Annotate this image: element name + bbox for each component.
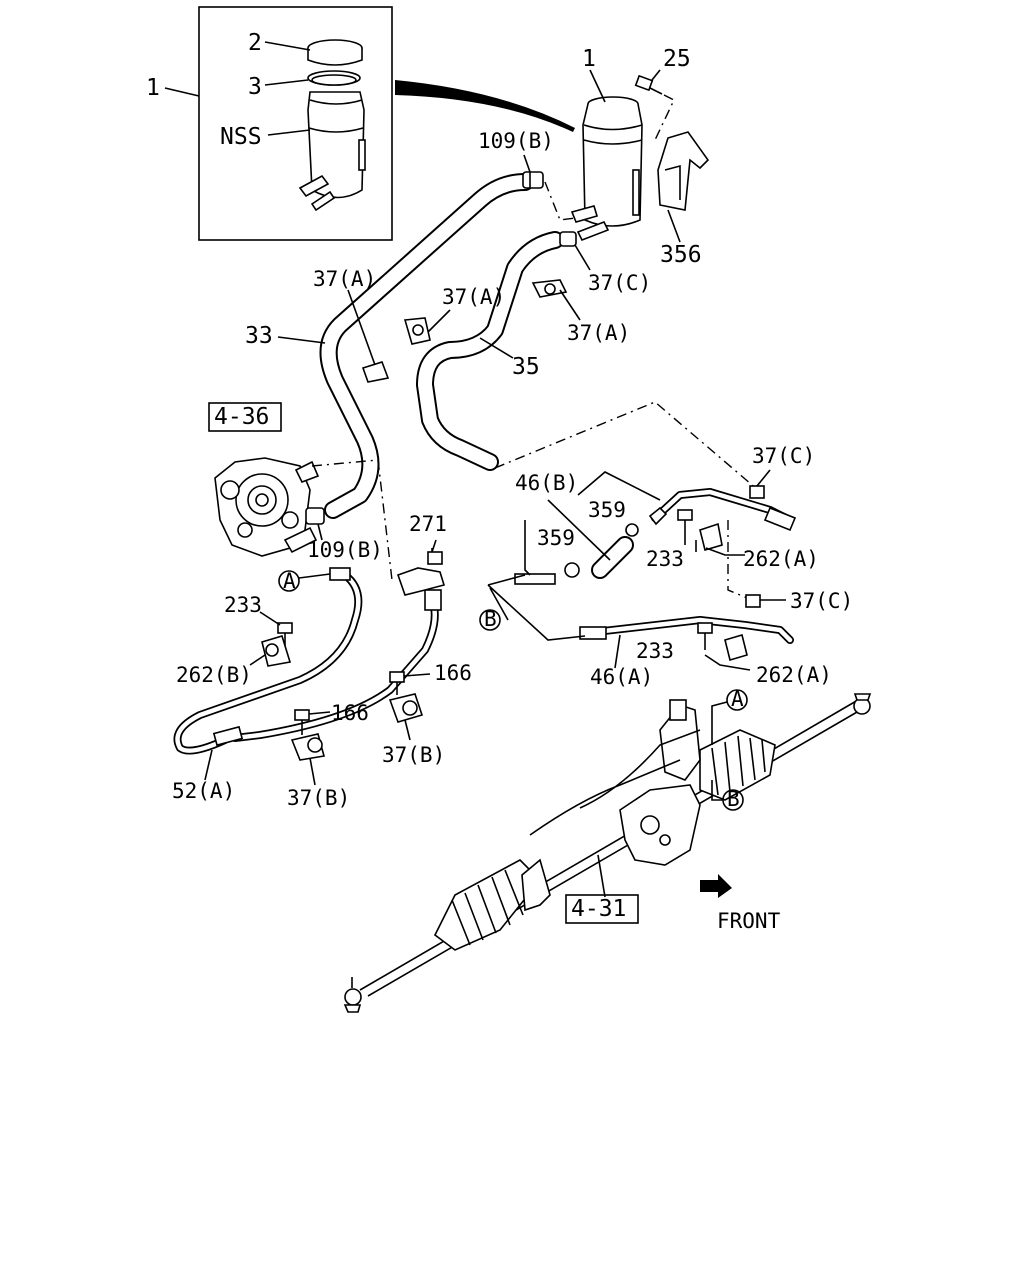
callout-1-inset: 1 bbox=[146, 75, 160, 101]
callout-166-b: 166 bbox=[331, 701, 369, 725]
clamp-37c-top bbox=[559, 231, 577, 247]
clamp-37a-right bbox=[531, 279, 568, 298]
clamp-37b-a bbox=[388, 693, 424, 723]
callout-356: 356 bbox=[660, 242, 702, 268]
callout-166-a: 166 bbox=[434, 661, 472, 685]
callout-25: 25 bbox=[663, 46, 691, 72]
bolt-166-b bbox=[294, 709, 310, 735]
clamp-37c-right-top bbox=[749, 485, 765, 499]
bolt-233-mid bbox=[677, 509, 693, 545]
callout-37c-top: 37(C) bbox=[588, 271, 651, 295]
callout-37c-right-bot: 37(C) bbox=[790, 589, 853, 613]
rack-ref-box bbox=[565, 894, 639, 924]
front-label: FRONT bbox=[717, 909, 781, 933]
bracket-356 bbox=[657, 131, 710, 211]
fitting-271 bbox=[427, 548, 443, 565]
bolt-233-low bbox=[697, 622, 713, 650]
return-line-46a bbox=[579, 616, 794, 644]
reservoir-main bbox=[570, 96, 643, 242]
callout-233-left: 233 bbox=[224, 593, 262, 617]
callout-37b-b: 37(B) bbox=[287, 786, 350, 810]
callout-37b-a: 37(B) bbox=[382, 743, 445, 767]
callout-262a-low: 262(A) bbox=[756, 663, 832, 687]
callout-109b-top: 109(B) bbox=[478, 129, 554, 153]
hose-35 bbox=[416, 231, 564, 471]
steering-rack bbox=[343, 693, 872, 1013]
pump-ref-box bbox=[208, 402, 282, 432]
callout-262b: 262(B) bbox=[176, 663, 252, 687]
pump-ref-label: 4-36 bbox=[214, 404, 269, 430]
bolt-25 bbox=[634, 74, 663, 95]
callout-233-low: 233 bbox=[636, 639, 674, 663]
pressure-line-52a bbox=[173, 567, 446, 755]
callout-52a: 52(A) bbox=[172, 779, 235, 803]
callout-37a-left: 37(A) bbox=[313, 267, 376, 291]
return-line-46b bbox=[648, 488, 797, 532]
callout-262a-top: 262(A) bbox=[743, 547, 819, 571]
callout-37a-mid: 37(A) bbox=[442, 285, 505, 309]
callout-359-b: 359 bbox=[537, 526, 575, 550]
callout-37a-right: 37(A) bbox=[567, 321, 630, 345]
callout-35: 35 bbox=[512, 354, 540, 380]
callout-nss: NSS bbox=[220, 124, 262, 150]
callout-271: 271 bbox=[409, 512, 447, 536]
marker-a-rack: A bbox=[731, 687, 744, 711]
rack-ref-label: 4-31 bbox=[571, 896, 626, 922]
marker-a-left: A bbox=[283, 569, 296, 593]
callout-37c-right-top: 37(C) bbox=[752, 444, 815, 468]
bolt-166-a bbox=[389, 671, 405, 695]
callout-33: 33 bbox=[245, 323, 273, 349]
power-steering-pump bbox=[214, 457, 320, 557]
clamp-262a-top bbox=[699, 522, 723, 552]
clamp-109b-pump bbox=[305, 507, 325, 525]
callout-46a: 46(A) bbox=[590, 665, 653, 689]
callout-2: 2 bbox=[248, 30, 262, 56]
callout-46b: 46(B) bbox=[515, 471, 578, 495]
marker-b-rack: B bbox=[727, 787, 740, 811]
clamp-262b bbox=[261, 635, 292, 667]
reservoir-inset bbox=[198, 6, 393, 241]
clamp-37a-left bbox=[361, 361, 390, 383]
callout-109b-pump: 109(B) bbox=[307, 538, 383, 562]
callout-359-a: 359 bbox=[588, 498, 626, 522]
clamp-37c-right-bot bbox=[745, 594, 761, 608]
callout-233-mid: 233 bbox=[646, 547, 684, 571]
hose-33 bbox=[319, 173, 534, 519]
short-hose-359 bbox=[514, 523, 639, 585]
marker-b-left: B bbox=[484, 607, 497, 631]
clamp-37b-b bbox=[290, 733, 326, 761]
clamp-262a-low bbox=[724, 633, 748, 662]
callout-1-main: 1 bbox=[582, 46, 596, 72]
clamp-109b-top bbox=[522, 171, 544, 189]
front-arrow-icon bbox=[700, 874, 732, 898]
clamp-37a-mid bbox=[403, 317, 431, 345]
callout-3: 3 bbox=[248, 74, 262, 100]
